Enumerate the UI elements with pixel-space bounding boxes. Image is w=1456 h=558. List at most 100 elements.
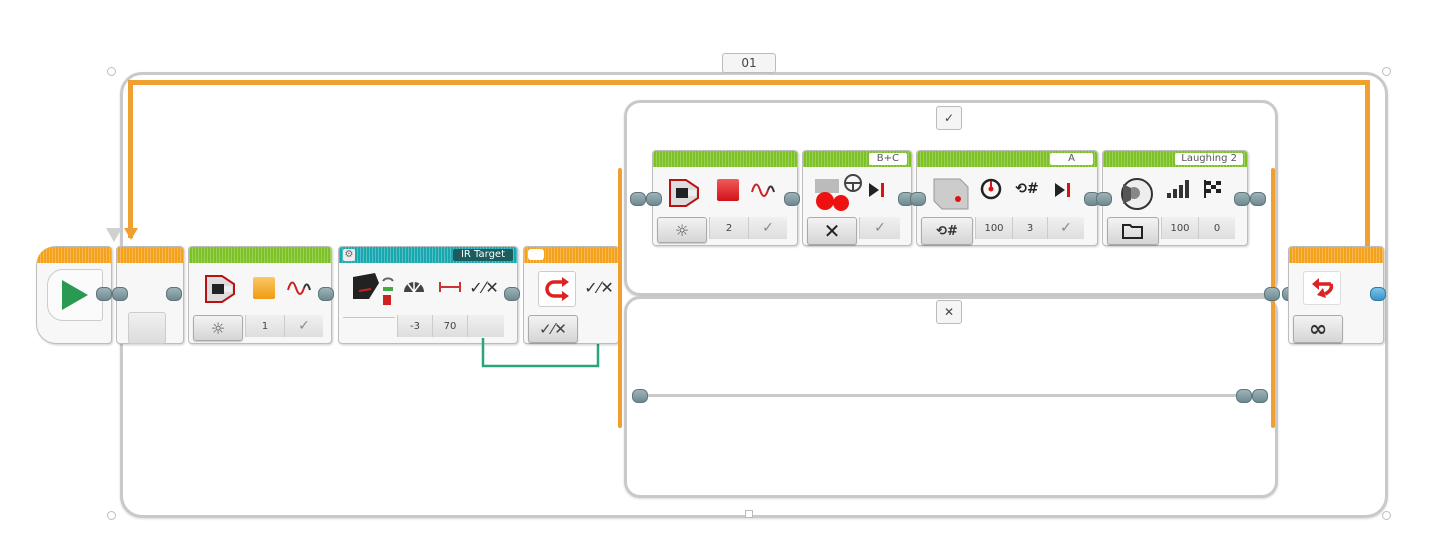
brick-button-icon (199, 271, 239, 307)
switch-header (524, 247, 618, 263)
rotations-param[interactable]: 3 (1012, 217, 1047, 239)
mode-selector-button[interactable]: ☼ (193, 315, 243, 341)
proximity-param[interactable]: 70 (432, 315, 467, 337)
color-param[interactable]: 1 (245, 315, 284, 337)
light2-out-plug[interactable] (784, 192, 800, 206)
power-param[interactable]: 100 (975, 217, 1012, 239)
detected-output[interactable] (467, 315, 504, 337)
loop-return-wire-right (1365, 80, 1370, 250)
sound-block[interactable]: Laughing 2 100 0 (1102, 150, 1248, 246)
ir-out-plug[interactable] (504, 287, 520, 301)
switch-block[interactable]: ✓⁄✕ ✓⁄✕ (523, 246, 619, 344)
port-label[interactable]: IR Target (452, 249, 513, 261)
divider (343, 317, 395, 318)
mode-selector-button[interactable]: ✕ (807, 217, 857, 245)
loop-start-notch (128, 312, 166, 344)
medium-motor-block[interactable]: A ⟲# ⟲# 100 3 ✓ (916, 150, 1098, 246)
block-header: B+C (803, 151, 911, 167)
block-header: ⚙ IR Target (339, 247, 517, 263)
brick-status-light-block[interactable]: ☼ 1 ✓ (188, 246, 332, 344)
resize-handle-tr[interactable] (1382, 67, 1391, 76)
loop-in-plug[interactable] (112, 287, 128, 301)
brake-param[interactable]: ✓ (1047, 217, 1084, 239)
compare-result-icon: ✓⁄✕ (469, 277, 499, 297)
brake-param[interactable]: ✓ (859, 217, 900, 239)
brake-icon (865, 179, 889, 201)
light2-in-plug[interactable] (646, 192, 662, 206)
block-header (189, 247, 331, 263)
power-gauge-icon (977, 177, 1005, 201)
sound-out-plug[interactable] (1234, 192, 1250, 206)
rotations-icon: ⟲# (1015, 181, 1039, 197)
heading-param[interactable]: -3 (397, 315, 432, 337)
resize-handle-tl[interactable] (107, 67, 116, 76)
mode-selector-button[interactable]: ☼ (657, 217, 707, 243)
ir-sensor-icon (349, 269, 397, 309)
play-type-flag-icon (1199, 177, 1227, 201)
loop-name-tab[interactable]: 01 (722, 53, 776, 73)
switch-icon (538, 271, 576, 307)
switch-exit-plug[interactable] (1264, 287, 1280, 301)
resize-handle-bottom[interactable] (745, 510, 753, 518)
compare-result-icon: ✓⁄✕ (584, 277, 614, 297)
light1-out-plug[interactable] (318, 287, 334, 301)
play-icon[interactable] (47, 269, 103, 321)
brick-status-light-block-2[interactable]: ☼ 2 ✓ (652, 150, 798, 246)
start-out-plug[interactable] (96, 287, 112, 301)
heading-icon (399, 277, 429, 297)
ir-sensor-block[interactable]: ⚙ IR Target ✓⁄✕ -3 70 (338, 246, 518, 344)
speaker-icon (1115, 175, 1155, 213)
resize-handle-bl[interactable] (107, 511, 116, 520)
switch-mode-button[interactable]: ✓⁄✕ (528, 315, 578, 343)
port-label[interactable]: A (1050, 153, 1093, 165)
loop-out-plug[interactable] (1370, 287, 1386, 301)
volume-param[interactable]: 100 (1161, 217, 1198, 239)
port-label[interactable]: B+C (868, 153, 907, 165)
block-header: Laughing 2 (1103, 151, 1247, 167)
play-type-param[interactable]: 0 (1198, 217, 1235, 239)
loop-end-block[interactable]: ∞ (1288, 246, 1384, 344)
pulse-icon (285, 275, 313, 301)
switch-left-bar (618, 168, 622, 428)
brake-icon (1051, 179, 1075, 201)
loop-start-header (117, 247, 183, 263)
mode-selector-button[interactable] (1107, 217, 1159, 245)
motor-in-plug[interactable] (910, 192, 926, 206)
switch-view-toggle-icon[interactable] (528, 249, 544, 260)
loop-end-header (1289, 247, 1383, 263)
loop-name: 01 (741, 56, 757, 70)
color-param[interactable]: 2 (709, 217, 748, 239)
brick-button-icon (663, 175, 703, 211)
true-case-in-plug[interactable] (630, 192, 646, 206)
loop-start-out-plug[interactable] (166, 287, 182, 301)
color-swatch-icon (717, 179, 739, 201)
steering-motor-icon (811, 173, 863, 213)
bulb-icon: ☼ (674, 220, 690, 240)
pulse-param[interactable]: ✓ (748, 217, 787, 239)
loop-interrupt-icon[interactable] (1303, 271, 1341, 305)
resize-handle-br[interactable] (1382, 511, 1391, 520)
sequence-arrow (106, 228, 122, 242)
proximity-icon (435, 277, 465, 297)
loop-return-wire-top (128, 80, 1370, 85)
false-case-in-plug[interactable] (632, 389, 648, 403)
loop-mode-button[interactable]: ∞ (1293, 315, 1343, 343)
folder-icon (1122, 224, 1143, 239)
false-case-sequence-wire (648, 394, 1242, 397)
data-wire[interactable] (478, 338, 604, 370)
move-steering-block[interactable]: B+C ✕ ✓ (802, 150, 912, 246)
sound-out-plug-2[interactable] (1250, 192, 1266, 206)
true-case-tab[interactable]: ✓ (936, 106, 962, 130)
gear-icon: ⚙ (343, 249, 355, 261)
sound-in-plug[interactable] (1096, 192, 1112, 206)
false-case-tab[interactable]: ✕ (936, 300, 962, 324)
color-swatch-icon (253, 277, 275, 299)
volume-icon (1163, 177, 1193, 201)
pulse-param[interactable]: ✓ (284, 315, 323, 337)
sound-file-label[interactable]: Laughing 2 (1175, 153, 1243, 165)
bulb-icon: ☼ (210, 318, 226, 338)
mode-selector-button[interactable]: ⟲# (921, 217, 973, 245)
false-case-out-plug[interactable] (1236, 389, 1252, 403)
loop-return-arrow (124, 228, 138, 240)
false-case-out-plug-2[interactable] (1252, 389, 1268, 403)
